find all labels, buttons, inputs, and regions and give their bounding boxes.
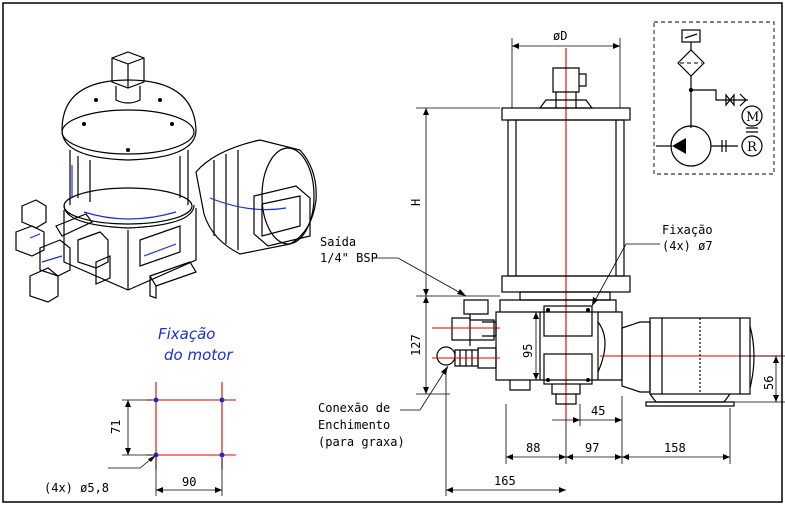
callout-saida: Saída 1/4" BSP <box>320 235 467 297</box>
label-conexao-3: (para graxa) <box>318 435 405 449</box>
dim-71: 71 <box>109 420 123 434</box>
schematic-border <box>653 21 775 175</box>
label-fixacao: Fixação <box>662 223 713 237</box>
isometric-pump-view <box>15 51 317 303</box>
motor-hole <box>153 397 159 403</box>
dim-diameter: øD <box>553 29 567 43</box>
callout-conexao: Conexão de Enchimento (para graxa) <box>318 365 449 449</box>
front-view: øD H 127 <box>409 29 785 496</box>
dim-165: 165 <box>494 474 516 488</box>
motor-hole <box>219 452 225 458</box>
label-conexao-2: Enchimento <box>318 418 390 432</box>
dim-90: 90 <box>182 475 196 489</box>
motor-fixation-detail: Fixação do motor 71 90 (4x) ø5,8 <box>44 325 236 496</box>
dim-45: 45 <box>591 404 605 418</box>
label-saida-bsp: 1/4" BSP <box>320 251 378 265</box>
reducer-symbol <box>741 135 763 157</box>
label-saida: Saída <box>320 235 356 249</box>
dim-127: 127 <box>409 334 423 356</box>
motor-fixation-title-1: Fixação <box>158 325 215 343</box>
motor-fixation-title-2: do motor <box>164 346 233 364</box>
dim-158: 158 <box>664 441 686 455</box>
motor-symbol <box>741 105 763 127</box>
schematic-motor-label: M <box>746 110 759 125</box>
label-conexao-1: Conexão de <box>318 401 390 415</box>
dim-97: 97 <box>585 441 599 455</box>
dim-95: 95 <box>521 344 535 358</box>
motor-hole <box>219 397 225 403</box>
dim-height: H <box>409 199 423 206</box>
hydraulic-schematic: M R <box>653 21 775 175</box>
schematic-reducer-label: R <box>747 140 758 155</box>
dim-56: 56 <box>762 376 776 390</box>
motor-holes-label: (4x) ø5,8 <box>44 481 109 495</box>
dim-88: 88 <box>526 441 540 455</box>
label-fixacao-holes: (4x) ø7 <box>662 239 713 253</box>
callout-fixacao: Fixação (4x) ø7 <box>591 223 713 307</box>
